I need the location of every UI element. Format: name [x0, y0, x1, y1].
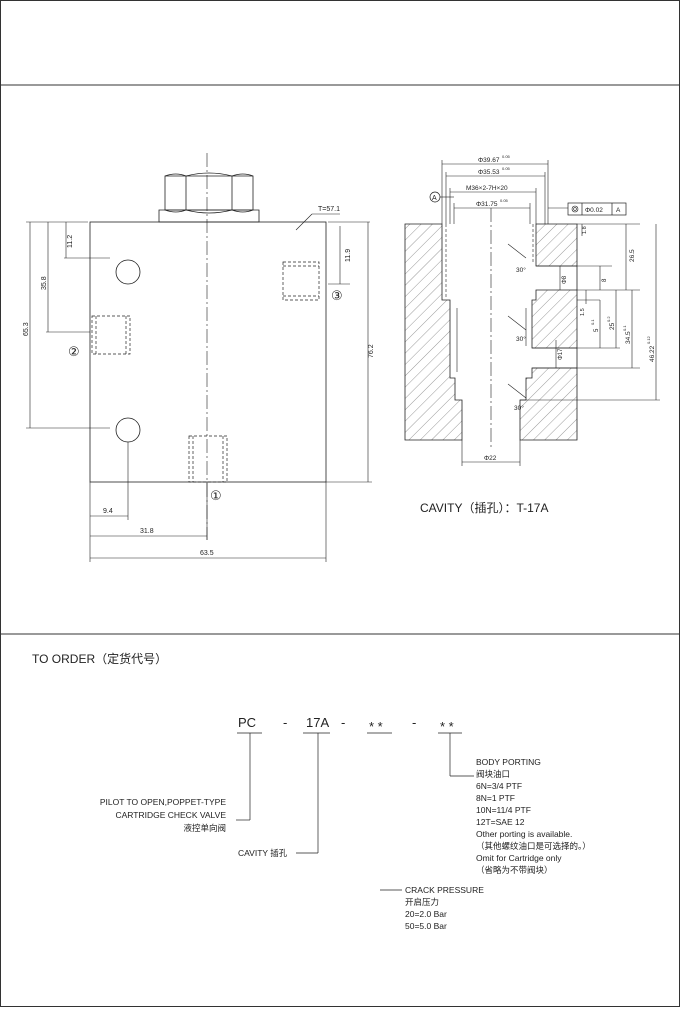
crack-line-0: CRACK PRESSURE — [405, 885, 484, 895]
porting-line-8: Omit for Cartridge only — [476, 853, 562, 863]
cavity-block-right — [519, 223, 578, 441]
order-leaders — [236, 732, 474, 891]
dim-8: 8 — [602, 278, 608, 282]
code-dash-3: - — [412, 715, 416, 730]
front-dimensions — [26, 213, 372, 562]
valve-description: PILOT TO OPEN,POPPET-TYPE CARTRIDGE CHEC… — [100, 797, 226, 833]
datum-label: A — [432, 195, 437, 202]
dim-d2: Φ35.53 — [478, 169, 500, 176]
porting-line-6: Other porting is available. — [476, 829, 572, 839]
hex-nut — [158, 172, 260, 223]
mounting-hole-bottom — [115, 417, 141, 443]
dim-phi17: Φ17 — [558, 348, 564, 360]
dim-11-2: 11.2 — [67, 235, 74, 248]
dim-76-2: 76.2 — [368, 344, 375, 358]
dim-46-22: 46.22 — [649, 345, 656, 362]
port-label-3: ③ — [331, 288, 343, 303]
crack-line-1: 开启压力 — [405, 897, 439, 907]
tolerance-ref: A — [616, 207, 621, 214]
dim-d3-tol: 0.05 — [500, 198, 509, 203]
porting-line-5: 12T=SAE 12 — [476, 817, 525, 827]
tolerance-value: Φ0.02 — [585, 207, 603, 214]
dim-5-tol: 0.1 — [590, 319, 595, 325]
dim-phi8: Φ8 — [562, 275, 568, 284]
dim-1-5: 1.5 — [580, 308, 586, 316]
dim-5: 5 — [594, 328, 600, 332]
cavity-caption: CAVITY（插孔）：T-17A — [420, 501, 548, 515]
front-dimension-labels: 11.2 35.8 65.3 11.9 76.2 9.4 31.8 63.5 T… — [23, 206, 375, 557]
order-heading: TO ORDER（定货代号） — [32, 651, 167, 666]
code-stars-1: * * — [369, 719, 383, 734]
dim-34-5: 34.5 — [625, 331, 632, 344]
dim-63-5: 63.5 — [200, 550, 214, 557]
crack-line-3: 50=5.0 Bar — [405, 921, 447, 931]
dim-9-4: 9.4 — [103, 508, 113, 515]
dim-d1: Φ39.67 — [478, 157, 500, 164]
dim-31-8: 31.8 — [140, 528, 154, 535]
valve-desc-line-1: PILOT TO OPEN,POPPET-TYPE — [100, 797, 226, 807]
porting-line-9: （省略为不带阀块） — [476, 865, 553, 875]
cavity-dimension-labels: Φ39.67 0.05 Φ35.53 0.05 M36×2-7H×20 Φ31.… — [432, 154, 656, 462]
port-2-hidden — [91, 315, 131, 355]
dim-1-8: 1.8 — [582, 226, 588, 234]
code-stars-2: * * — [440, 719, 454, 734]
port-label-2: ② — [68, 344, 80, 359]
port-1-hidden — [188, 435, 228, 483]
dim-35-8: 35.8 — [41, 276, 48, 290]
dim-11-9: 11.9 — [345, 249, 352, 262]
porting-line-3: 8N=1 PTF — [476, 793, 515, 803]
porting-line-7: （其他螺纹油口是可选择的。） — [476, 841, 591, 851]
angle-label-1: 30° — [516, 266, 526, 274]
dim-34-5-tol: 0.1 — [622, 325, 627, 331]
dim-thread-note: T=57.1 — [318, 206, 340, 213]
cavity-view — [404, 160, 660, 466]
front-view — [26, 153, 372, 562]
valve-desc-line-2: CARTRIDGE CHECK VALVE — [115, 810, 226, 820]
angle-label-3: 30° — [514, 404, 524, 412]
crack-pressure: CRACK PRESSURE 开启压力 20=2.0 Bar 50=5.0 Ba… — [405, 885, 484, 931]
dim-25-tol: 0.2 — [606, 316, 611, 322]
dim-bottom-dia: Φ22 — [484, 455, 497, 462]
dim-d1-tol: 0.05 — [502, 154, 511, 159]
dim-46-22-tol: 0.12 — [646, 335, 651, 344]
porting-line-1: 阀块油口 — [476, 769, 510, 779]
port-3-hidden — [282, 261, 320, 301]
dim-d3: Φ31.75 — [476, 201, 498, 208]
dim-65-3: 65.3 — [23, 322, 30, 336]
porting-line-2: 6N=3/4 PTF — [476, 781, 522, 791]
porting-line-0: BODY PORTING — [476, 757, 541, 767]
mounting-hole-top — [115, 259, 141, 285]
cavity-label: CAVITY 插孔 — [238, 848, 288, 858]
crack-line-2: 20=2.0 Bar — [405, 909, 447, 919]
code-dash-1: - — [283, 715, 287, 730]
port-label-1: ① — [210, 488, 222, 503]
porting-line-4: 10N=11/4 PTF — [476, 805, 531, 815]
code-cavity: 17A — [306, 715, 329, 730]
valve-desc-line-3: 液控单向阀 — [183, 823, 226, 833]
order-code: PC - 17A - * * - * * — [238, 715, 454, 734]
dim-26-5: 26.5 — [629, 249, 636, 262]
dim-25: 25 — [609, 322, 616, 330]
code-prefix: PC — [238, 715, 256, 730]
valve-body — [89, 221, 327, 483]
cavity-block-left — [404, 223, 463, 441]
code-dash-2: - — [341, 715, 345, 730]
angle-label-2: 30° — [516, 335, 526, 343]
dim-d2-tol: 0.05 — [502, 166, 511, 171]
body-porting: BODY PORTING 阀块油口 6N=3/4 PTF 8N=1 PTF 10… — [476, 757, 591, 875]
dim-thread: M36×2-7H×20 — [466, 185, 508, 192]
